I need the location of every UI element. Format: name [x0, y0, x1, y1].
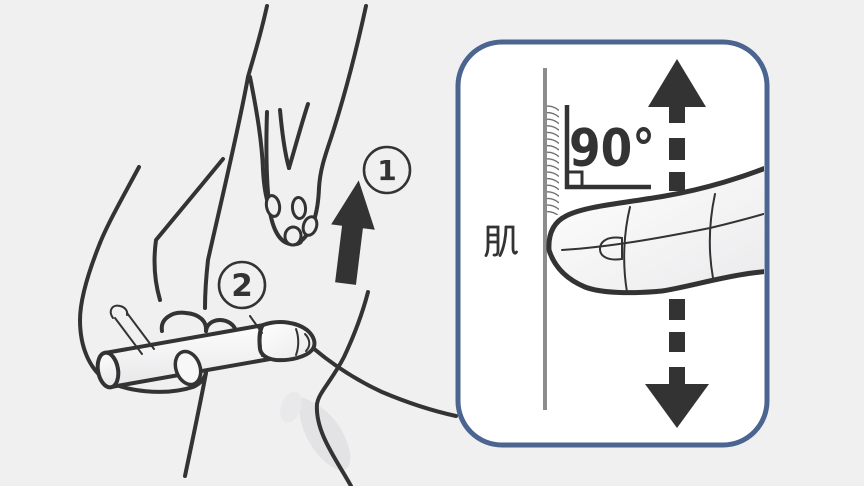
step-1-number: 1	[377, 154, 396, 187]
leg-outline	[98, 157, 458, 486]
trimmer-device	[95, 304, 317, 390]
device-clip	[109, 304, 155, 355]
step-2-circle	[217, 260, 267, 310]
dashed-down-arrow-icon	[645, 299, 709, 428]
device-head-closeup	[546, 155, 764, 296]
leg-shading-small	[280, 391, 302, 423]
step-1-circle	[362, 145, 412, 195]
device-end-cap	[95, 350, 121, 390]
inset-content: 90°	[484, 59, 764, 428]
step-1-badge: 1	[362, 145, 412, 195]
main-scene: 1	[78, 4, 458, 486]
dashed-up-arrow-icon	[648, 59, 706, 191]
skin-pull-hand	[203, 4, 368, 310]
thumb-tip	[173, 349, 203, 387]
inset-panel: 90°	[455, 39, 770, 448]
angle-bracket	[564, 105, 651, 190]
hair-hatching	[546, 105, 559, 215]
fingertips	[264, 194, 319, 247]
leg-shading	[299, 397, 351, 471]
step-2-number: 2	[231, 268, 253, 304]
skin-label-glyph	[484, 225, 518, 257]
device-head	[257, 320, 317, 363]
angle-label: 90°	[569, 119, 655, 179]
step-2-leader-line	[249, 315, 263, 334]
step-2-badge: 2	[217, 260, 267, 310]
step-1-arrow-icon	[331, 180, 375, 285]
